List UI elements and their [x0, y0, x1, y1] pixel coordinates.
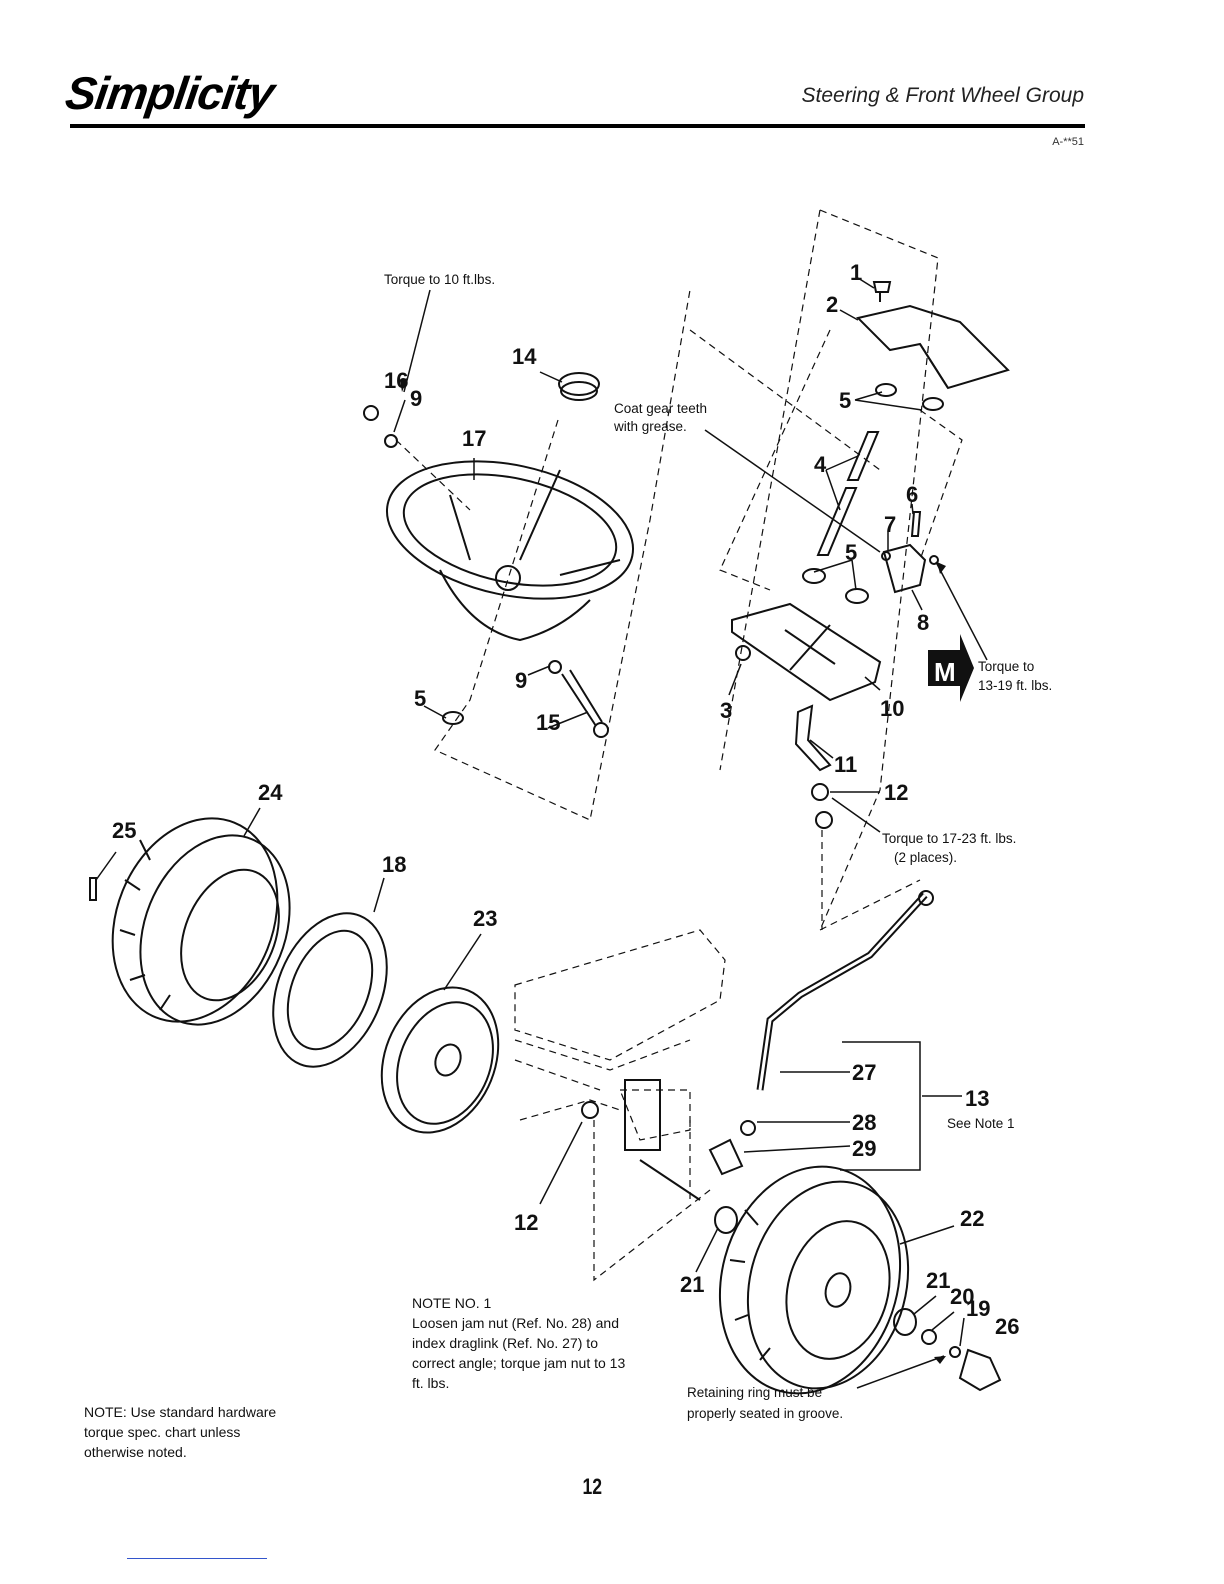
part-number: 4: [814, 452, 827, 477]
m-badge-arrow: [928, 634, 974, 702]
section-title: Steering & Front Wheel Group: [801, 84, 1084, 107]
callout-torque-8-2: 13-19 ft. lbs.: [978, 678, 1052, 693]
part-number: 12: [514, 1210, 538, 1235]
part-number: 21: [680, 1272, 704, 1297]
part-number: 10: [880, 696, 904, 721]
callout-coat-gear-2: with grease.: [613, 419, 687, 434]
steering-gear: [882, 543, 927, 594]
part-number: 28: [852, 1110, 876, 1135]
valve-stem: [89, 877, 97, 901]
general-note-line: torque spec. chart unless: [84, 1424, 241, 1440]
part-number: 18: [382, 852, 406, 877]
part-number: 22: [960, 1206, 984, 1231]
header-rule: [70, 124, 1085, 128]
note-no-1-line: correct angle; torque jam nut to 13: [412, 1355, 626, 1371]
part-number: 26: [995, 1314, 1019, 1339]
callout-torque-12-1: Torque to 17-23 ft. lbs.: [882, 831, 1016, 846]
part-number: 29: [852, 1136, 876, 1161]
part-number: 19: [966, 1296, 990, 1321]
inner-tube: [272, 912, 388, 1068]
m-badge: M: [934, 657, 956, 687]
dashed-guide-lines: [395, 209, 963, 1282]
callout-coat-gear-1: Coat gear teeth: [614, 401, 707, 416]
general-note-line: otherwise noted.: [84, 1444, 187, 1460]
part-number: 9: [410, 386, 422, 411]
leader-lines: [95, 277, 988, 1389]
right-tire: [718, 1165, 910, 1395]
callout-torque-8-1: Torque to: [978, 659, 1034, 674]
callout-torque-12-2: (2 places).: [894, 850, 957, 865]
part-number: 13: [965, 1086, 989, 1111]
part-number: 27: [852, 1060, 876, 1085]
part-number: 11: [834, 752, 857, 777]
page-number: 12: [582, 1474, 603, 1499]
part-number: 25: [112, 818, 136, 843]
part-number: 5: [839, 388, 851, 413]
part-number: 17: [462, 426, 486, 451]
callout-see-note: See Note 1: [947, 1116, 1015, 1131]
part-number: 8: [917, 610, 929, 635]
steering-shaft: [846, 431, 880, 481]
part-number: 14: [512, 344, 537, 369]
general-note-line: NOTE: Use standard hardware: [84, 1404, 277, 1420]
part-number: 1: [850, 260, 862, 285]
callout-retaining-1: Retaining ring must be: [687, 1385, 822, 1400]
steering-bracket: [856, 304, 1010, 390]
left-wheel-rim: [380, 986, 500, 1134]
mounting-plate: [731, 602, 882, 702]
note-no-1: NOTE NO. 1 Loosen jam nut (Ref. No. 28) …: [412, 1293, 625, 1393]
steering-arm: [794, 704, 832, 772]
part-number: 15: [536, 710, 560, 735]
part-number: 5: [414, 686, 426, 711]
draglink: [756, 892, 928, 1091]
part-number: 21: [926, 1268, 950, 1293]
part-number: 6: [906, 482, 918, 507]
left-tire: [111, 817, 291, 1026]
part-number: 2: [826, 292, 838, 317]
part-number: 3: [720, 698, 732, 723]
part-number: 12: [884, 780, 908, 805]
note-no-1-line: index draglink (Ref. No. 27) to: [412, 1335, 598, 1351]
part-number: 5: [845, 540, 857, 565]
general-torque-note: NOTE: Use standard hardware torque spec.…: [84, 1402, 276, 1462]
callout-retaining-2: properly seated in groove.: [687, 1406, 843, 1421]
note-no-1-line: Loosen jam nut (Ref. No. 28) and: [412, 1315, 620, 1331]
part-number: 23: [473, 906, 497, 931]
part-number: 24: [258, 780, 283, 805]
footer-line: [127, 1558, 267, 1559]
document-code: A-**51: [1052, 136, 1084, 148]
note-no-1-line: ft. lbs.: [412, 1375, 450, 1391]
part-number: 16: [384, 368, 408, 393]
part-number: 7: [884, 512, 896, 537]
hub-cap: [958, 1348, 1002, 1392]
note-no-1-title: NOTE NO. 1: [412, 1295, 492, 1311]
bolt: [872, 281, 892, 293]
steering-wheel: [385, 460, 635, 642]
part-number: 9: [515, 668, 527, 693]
part-number: 20: [950, 1284, 974, 1309]
callout-torque-16: Torque to 10 ft.lbs.: [384, 272, 495, 287]
